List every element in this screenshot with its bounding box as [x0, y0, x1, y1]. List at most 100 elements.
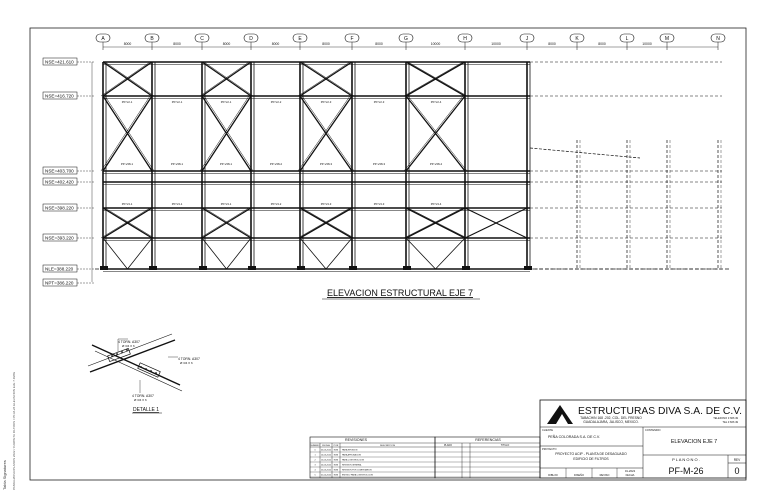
axis-label: K: [575, 36, 579, 42]
titleblock-cell-value: 01-2022: [625, 469, 636, 473]
level-tag: [42, 278, 78, 287]
references-header: REFERENCIAS: [475, 438, 501, 442]
detail-1: 4 TORN. A307 Ø 3/4 X 6 4 TORN. A307 Ø 3/…: [87, 333, 200, 414]
revisions-header: REVISIONES: [345, 438, 368, 442]
brace: [102, 61, 153, 97]
beam-label: PP-V3-3: [374, 202, 385, 206]
content-label: CONTENIDO: [645, 428, 661, 432]
brace-flange: [403, 207, 464, 239]
brace: [201, 95, 252, 172]
axis-label: H: [463, 36, 467, 42]
level-tag: [42, 166, 78, 175]
brace-flange: [297, 95, 351, 172]
detail-note-1: 4 TORN. A307: [118, 340, 140, 344]
axis-bubble: [398, 33, 414, 43]
detail-title: DETALLE 1: [133, 407, 159, 413]
axis-bubble: [659, 33, 675, 43]
base-plate: [149, 266, 157, 270]
beam-label: PP-V28-1: [171, 162, 184, 166]
base-plate: [199, 266, 207, 270]
level-label: NSE=416.720: [45, 94, 74, 99]
revisions-cell: 01-04-2022: [321, 475, 332, 477]
drawing-title: ELEVACION ESTRUCTURAL EJE 7: [327, 288, 473, 298]
beam-label: PP-V2-1: [221, 100, 232, 104]
brace-flange: [199, 95, 250, 172]
beam-label: PP-V28-1: [121, 162, 134, 166]
detail-note-3-sub: Ø 3/4 X 6: [134, 398, 147, 402]
titleblock-cell-label: DIBUJO: [548, 473, 558, 477]
axis-label: M: [665, 36, 669, 42]
brace-flange: [301, 207, 355, 239]
axis-spacing: 8000: [548, 42, 556, 46]
brace: [325, 237, 353, 270]
axis-label: L: [626, 36, 629, 42]
axis-label: G: [404, 36, 408, 42]
rev-label: REV: [734, 458, 741, 462]
axis-spacing: 8000: [322, 42, 330, 46]
revisions-cell: 1: [314, 455, 316, 457]
company-address-1: TABACHIN 168 -202, COL. DEL FRESNO: [580, 416, 642, 420]
revisions-cell: EMITIDO PARA CONSTRUCCION: [342, 474, 374, 477]
brace-flange: [297, 207, 351, 239]
axis-spacing: 8000: [375, 42, 383, 46]
brace-flange: [100, 61, 151, 97]
axis-bubble: [95, 33, 111, 43]
revisions-cell: 5: [314, 475, 316, 477]
beam-label: PP-V2-4: [431, 100, 442, 104]
titleblock-cell-label: DISEÑO: [574, 472, 584, 477]
brace-flange: [297, 61, 351, 97]
brace-flange: [104, 207, 155, 239]
brace: [299, 95, 353, 172]
base-plate: [349, 266, 357, 270]
brace: [201, 237, 227, 270]
sloped-roof: [529, 147, 641, 159]
brace: [299, 237, 327, 270]
level-tag: [42, 91, 78, 100]
brace: [102, 207, 153, 239]
brace-flange: [199, 207, 250, 239]
base-plate: [524, 266, 532, 270]
level-label: NLE=388.220: [45, 267, 74, 272]
side-file-path: PANKAJ/DIVA/PLANOS 2022 / CARPETA FILTRO…: [12, 371, 16, 490]
axis-label: J: [526, 36, 529, 42]
detail-note-3: 4 TORN. A307: [132, 394, 154, 398]
revisions-col-header: DESCRIPCION: [380, 445, 396, 447]
axis-bubble: [569, 33, 585, 43]
company-phone: TELEFONO 3 666 49: [713, 416, 738, 420]
axis-label: C: [200, 36, 204, 42]
brace: [464, 207, 528, 239]
brace-flange: [203, 61, 254, 97]
axis-bubble: [457, 33, 473, 43]
brace-flange: [100, 207, 151, 239]
brace: [435, 237, 466, 270]
axis-spacing: 8000: [272, 42, 280, 46]
base-plate: [462, 266, 470, 270]
axis-bubble: [243, 33, 259, 43]
brace: [405, 237, 436, 270]
client-name: PEÑA COLORADA S.A. DE C.V.: [548, 434, 600, 439]
ref-col-plano: PLANO: [444, 444, 452, 447]
revisions-cell: PARA REVISION: [342, 449, 358, 452]
sheet-border: [29, 27, 747, 481]
brace: [127, 237, 153, 270]
revisions-cell: REVISION GENERAL: [342, 464, 363, 467]
titleblock-cell-label: FECHA: [626, 473, 635, 477]
revisions-cell: PARA CONSTRUCCION: [342, 459, 365, 462]
beam-label: PP-V2-1: [122, 100, 133, 104]
brace: [299, 207, 353, 239]
axis-spacing: 10000: [431, 42, 441, 46]
project-label: PROYECTO: [542, 447, 557, 451]
beam-label: PP-V3-2: [271, 202, 282, 206]
axis-label: F: [350, 36, 353, 42]
level-label: NPT=386.220: [45, 281, 74, 286]
company-logo: [547, 405, 573, 424]
base-plate: [297, 266, 305, 270]
beam-label: PP-V28-2: [270, 162, 283, 166]
axis-spacing: 8000: [598, 42, 606, 46]
axis-label: D: [249, 36, 253, 42]
level-label: NSE=393.220: [45, 236, 74, 241]
plano-label: P L A N O N O .: [672, 457, 700, 462]
base-plate: [100, 266, 108, 270]
